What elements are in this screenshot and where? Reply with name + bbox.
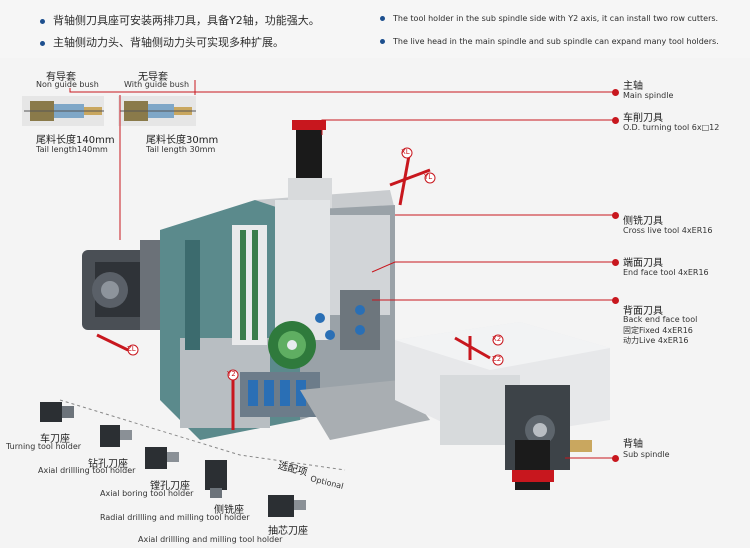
holder-axial-boring-en: Axial boring tool holder: [100, 489, 194, 498]
with-bush-en: Non guide bush: [36, 80, 99, 89]
without-bush-en: With guide bush: [124, 80, 190, 89]
callout-back-end-fixed: 固定Fixed 4xER16: [623, 326, 693, 335]
axis-yl-label: YL: [424, 173, 433, 181]
holder-axial-boring-cn: 镗孔刀座: [150, 481, 190, 492]
guide-bush-diagram-right: [118, 96, 196, 126]
holder-axial-mill-en: Axial drillling and milling tool holder: [138, 535, 283, 544]
axis-y2-label: Y2: [227, 370, 236, 378]
tool-column: [275, 200, 390, 350]
holder-turning-en: Turning tool holder: [6, 442, 82, 451]
axis-arrows: [96, 149, 491, 430]
callout-end-face-cn: 端面刀具: [623, 258, 663, 269]
tail-30-en: Tail length 30mm: [146, 145, 216, 154]
main-turret: [268, 321, 316, 369]
axis-y2-badge: [227, 369, 239, 381]
callout-dot: [612, 117, 619, 124]
callout-back-end-en: Back end face tool: [623, 315, 698, 324]
axis-x2-badge: [492, 334, 504, 346]
optional-divider: [59, 399, 346, 471]
feature-header: [0, 0, 750, 58]
tail-140-cn: 尾料长度140mm: [36, 135, 115, 146]
bullet-icon: [380, 39, 385, 44]
holder-axial-mill-cn: 抽芯刀座: [268, 526, 308, 537]
callout-back-end-cn: 背面刀具: [623, 306, 663, 317]
tail-140-en: Tail length140mm: [36, 145, 108, 154]
holder-axial-drill-cn: 钻孔刀座: [88, 459, 128, 470]
axis-zl-badge: [127, 344, 139, 356]
axis-yl-badge: [424, 172, 436, 184]
holder-turning-cn: 车刀座: [40, 434, 70, 445]
axis-x2-label: X2: [492, 335, 502, 343]
feature-en-2: The live head in the main spindle and su…: [380, 37, 719, 46]
axis-xl-badge: [401, 147, 413, 159]
callout-end-face-en: End face tool 4xER16: [623, 268, 709, 277]
callout-sub-spindle-en: Sub spindle: [623, 450, 670, 459]
callout-main-spindle-en: Main spindle: [623, 91, 674, 100]
holder-radial-cn: 侧铣座: [214, 505, 244, 516]
callout-dot: [612, 89, 619, 96]
callout-sub-spindle-cn: 背轴: [623, 439, 643, 450]
axis-xl-label: XL: [401, 148, 410, 156]
servo-motor: [288, 120, 332, 208]
callout-dot: [612, 212, 619, 219]
callout-od-turning-cn: 车削刀具: [623, 113, 663, 124]
with-bush-cn: 有导套: [46, 72, 76, 83]
callout-dot: [612, 455, 619, 462]
guide-bush-diagram-left: [22, 96, 104, 126]
callout-back-end-live: 动力Live 4xER16: [623, 336, 689, 345]
callout-od-turning-en: O.D. turning tool 6x□12: [623, 123, 720, 132]
feature-cn-1: 背轴侧刀具座可安装两排刀具，具备Y2轴，功能强大。: [40, 12, 320, 28]
callout-main-spindle-cn: 主轴: [623, 81, 643, 92]
bullet-icon: [40, 18, 45, 24]
callout-leaders: [69, 88, 615, 459]
bullet-icon: [380, 16, 385, 21]
feature-en-1: The tool holder in the sub spindle side …: [380, 14, 718, 23]
axis-z2-badge: [492, 354, 504, 366]
axis-z2-label: Z2: [492, 355, 502, 363]
callout-cross-live-cn: 侧铣刀具: [623, 216, 663, 227]
sub-spindle-housing: [395, 322, 610, 490]
callout-cross-live-en: Cross live tool 4xER16: [623, 226, 713, 235]
without-bush-cn: 无导套: [138, 72, 168, 83]
callout-dot: [612, 259, 619, 266]
holder-axial-drill-en: Axial drillling tool holder: [38, 466, 136, 475]
tail-30-cn: 尾料长度30mm: [146, 135, 219, 146]
bullet-icon: [40, 40, 45, 46]
holder-radial-en: Radial drillling and milling tool holder: [100, 513, 250, 522]
callout-dot: [612, 297, 619, 304]
feature-cn-2: 主轴侧动力头、背轴侧动力头可实现多种扩展。: [40, 34, 284, 50]
axis-zl-label: ZL: [127, 345, 136, 353]
holder-icons: [40, 402, 306, 517]
